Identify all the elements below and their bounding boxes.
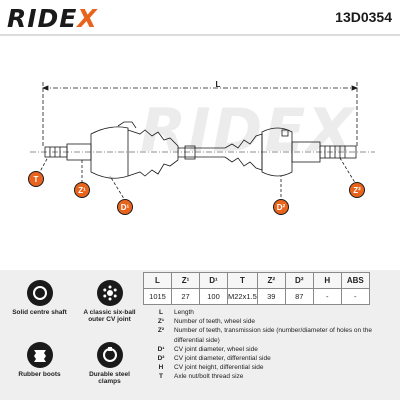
spec-value-cell: -	[340, 288, 370, 305]
spec-value-cell: 39	[256, 288, 286, 305]
badge-T: T	[28, 171, 44, 187]
header: RIDEX 13D0354	[0, 0, 400, 36]
spec-header-cell: H	[312, 272, 342, 289]
part-number: 13D0354	[335, 9, 392, 25]
badge-D1: D¹	[117, 199, 133, 215]
spec-value-cell: 100	[199, 288, 228, 305]
damper-ring	[184, 145, 196, 160]
header-divider	[0, 34, 400, 36]
spec-value-cell: M22x1.5	[227, 288, 258, 305]
badge-Z1: Z¹	[74, 182, 90, 198]
spec-header-cell: Z²	[256, 272, 286, 289]
spec-header-cell: D¹	[199, 272, 228, 289]
spec-header-row: L Z¹ D¹ T Z² D² H ABS	[143, 272, 370, 289]
spec-header-cell: Z¹	[171, 272, 200, 289]
length-arrow-left	[41, 85, 49, 91]
outer-cv-joint	[90, 126, 129, 179]
spec-value-cell: 1015	[143, 288, 172, 305]
badge-Z2: Z²	[349, 182, 365, 198]
spec-value-cell: 87	[284, 288, 314, 305]
boot-icon	[26, 342, 53, 368]
brand-logo: RIDEX	[7, 4, 98, 33]
transmission-spline	[319, 145, 357, 159]
watermark: RIDEX	[140, 96, 356, 166]
feature-steel-clamps: Durable steel clamps	[77, 342, 142, 385]
badge-D2: D²	[273, 199, 289, 215]
length-arrow-right	[351, 85, 359, 91]
length-label: L	[216, 80, 221, 89]
drive-shaft-drawing: L	[30, 80, 375, 203]
feature-solid-shaft: Solid centre shaft	[7, 280, 72, 316]
spec-header-cell: T	[227, 272, 258, 289]
spec-header-cell: L	[143, 272, 172, 289]
cv-joint-icon	[96, 280, 123, 306]
shaft-icon	[26, 280, 53, 306]
spec-value-cell: -	[312, 288, 342, 305]
outer-boot	[127, 129, 179, 177]
spec-header-cell: D²	[284, 272, 314, 289]
spec-value-cell: 27	[171, 288, 200, 305]
inner-cv-joint	[261, 127, 293, 177]
spec-value-row: 1015 27 100 M22x1.5 39 87 - -	[143, 288, 370, 305]
feature-rubber-boots: Rubber boots	[7, 342, 72, 378]
clamp-icon	[96, 342, 123, 368]
feature-cv-joint: A classic six-ball outer CV joint	[77, 280, 142, 323]
spec-table: L Z¹ D¹ T Z² D² H ABS 1015 27 100 M22x1.…	[143, 272, 370, 305]
spec-header-cell: ABS	[340, 272, 370, 289]
